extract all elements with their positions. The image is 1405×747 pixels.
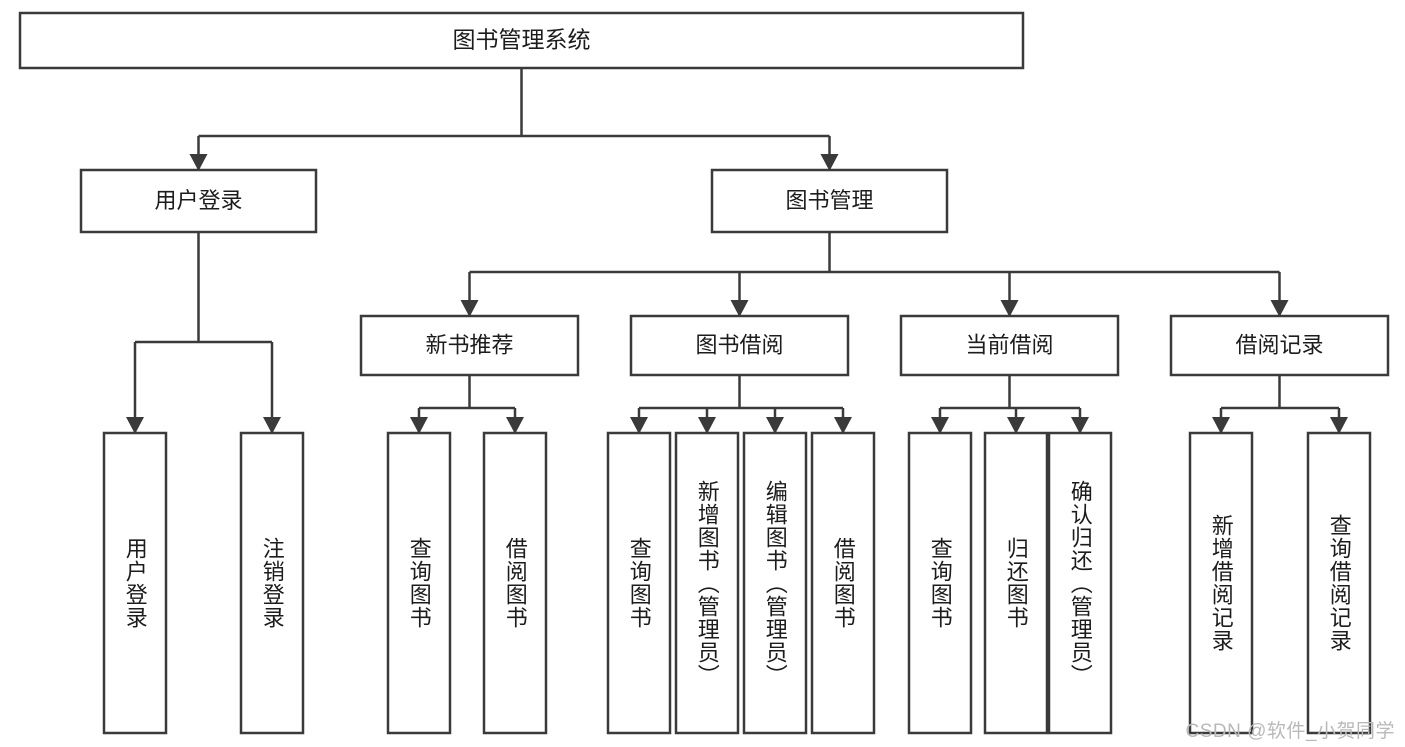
node-box-current-borrow[interactable]: [899, 314, 1120, 377]
node-box-leaf-borrow-book-1[interactable]: [482, 431, 548, 735]
node-label-new-book-recommend: 新书推荐: [425, 332, 513, 357]
node-label-user-login: 用户登录: [154, 188, 242, 213]
arrow-head-icon: [630, 417, 648, 434]
arrow-head-icon: [460, 300, 479, 317]
arrow-head-icon: [698, 417, 716, 434]
node-box-leaf-borrow-book-2[interactable]: [810, 431, 876, 735]
node-label-borrow-record: 借阅记录: [1235, 332, 1323, 357]
arrow-head-icon: [931, 417, 949, 434]
arrow-head-icon: [834, 417, 852, 434]
node-box-leaf-confirm-return-admin[interactable]: [1047, 431, 1113, 735]
arrow-head-icon: [1212, 417, 1230, 434]
arrow-head-icon: [410, 417, 428, 434]
node-box-new-book-recommend[interactable]: [359, 314, 580, 377]
node-box-root[interactable]: [18, 11, 1025, 70]
node-box-leaf-add-borrow-record[interactable]: [1188, 431, 1254, 735]
arrow-head-icon: [766, 417, 784, 434]
arrow-head-icon: [189, 154, 208, 171]
node-label-root: 图书管理系统: [453, 27, 591, 53]
arrow-head-icon: [506, 417, 524, 434]
node-box-borrow-record[interactable]: [1169, 314, 1390, 377]
node-box-user-login[interactable]: [79, 168, 318, 234]
arrow-head-icon: [1007, 417, 1025, 434]
arrow-head-icon: [263, 417, 281, 434]
node-box-leaf-user-logout[interactable]: [239, 431, 305, 735]
arrow-head-icon: [820, 154, 839, 171]
arrow-head-icon: [730, 300, 749, 317]
node-box-leaf-user-login[interactable]: [102, 431, 168, 735]
node-box-book-manage[interactable]: [710, 168, 949, 234]
arrow-head-icon: [1000, 300, 1019, 317]
node-label-book-borrow: 图书借阅: [695, 332, 783, 357]
watermark-text: CSDN @软件_小贺同学: [1185, 721, 1395, 742]
arrow-head-icon: [1270, 300, 1289, 317]
node-box-book-borrow[interactable]: [629, 314, 850, 377]
node-box-leaf-edit-book-admin[interactable]: [742, 431, 808, 735]
arrow-head-icon: [1071, 417, 1089, 434]
node-box-leaf-query-borrow-record[interactable]: [1306, 431, 1372, 735]
node-label-current-borrow: 当前借阅: [965, 332, 1053, 357]
node-box-leaf-query-book-3[interactable]: [907, 431, 973, 735]
arrow-head-icon: [1330, 417, 1348, 434]
node-box-leaf-query-book-1[interactable]: [386, 431, 452, 735]
arrow-head-icon: [126, 417, 144, 434]
node-box-leaf-return-book[interactable]: [983, 431, 1049, 735]
node-box-leaf-query-book-2[interactable]: [606, 431, 672, 735]
node-label-book-manage: 图书管理: [785, 188, 873, 213]
node-box-leaf-add-book-admin[interactable]: [674, 431, 740, 735]
edge-layer: [126, 68, 1348, 434]
